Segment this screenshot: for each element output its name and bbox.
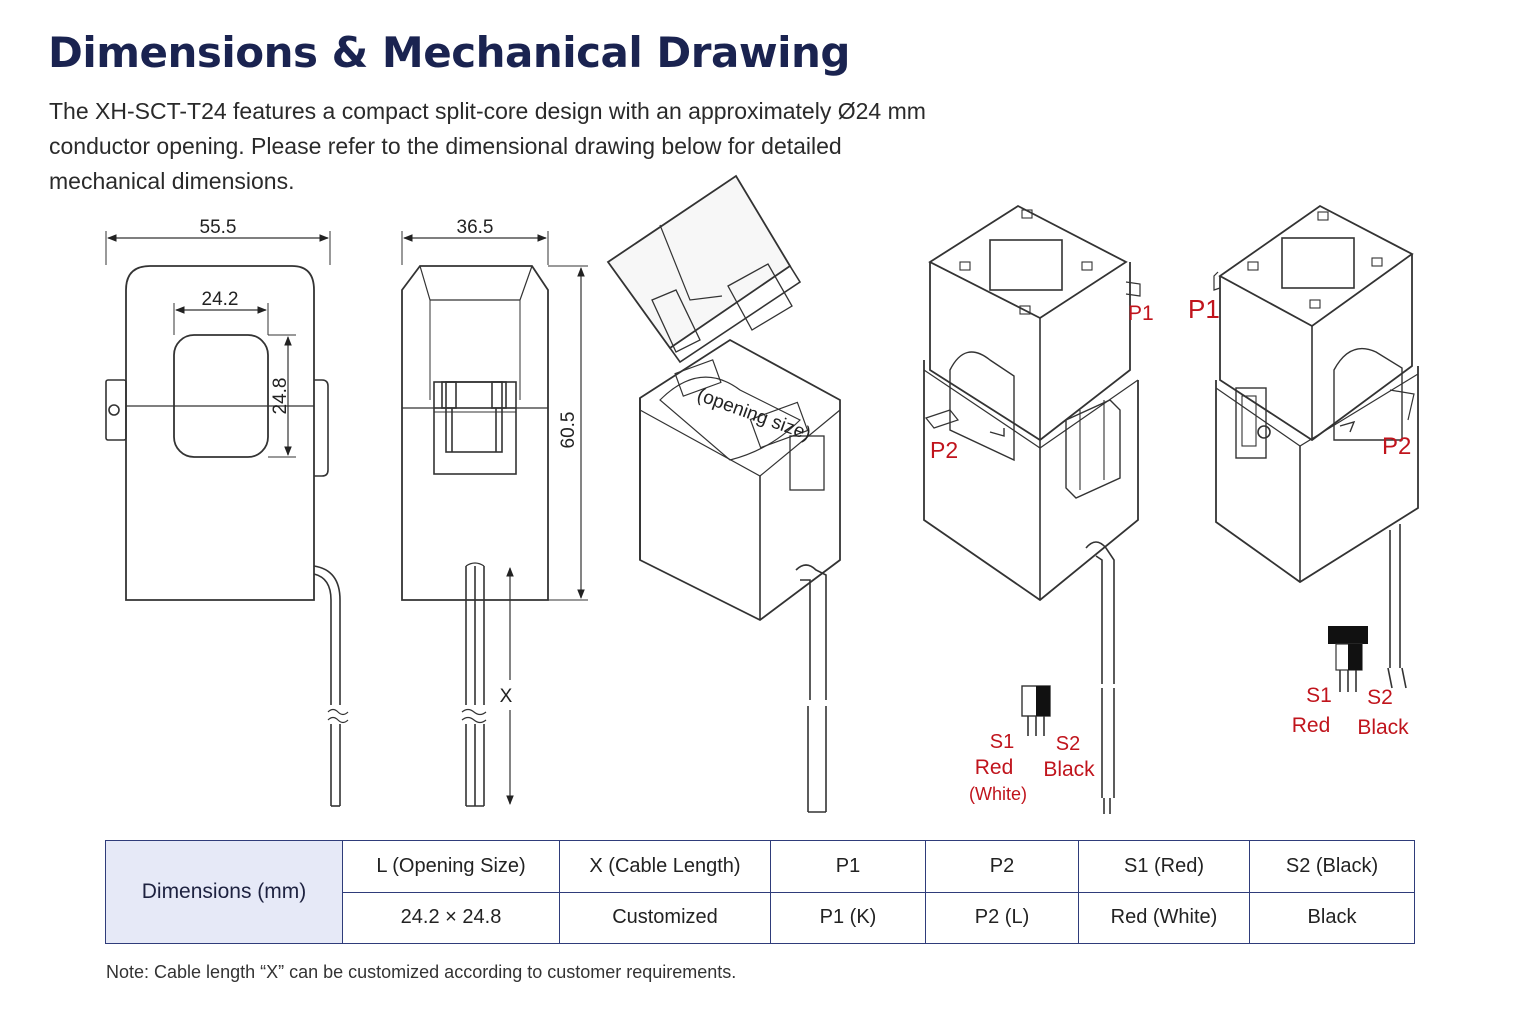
col-header-p2: P2 [925,840,1079,893]
value-s1: Red (White) [1078,891,1250,944]
col-header-p1: P1 [770,840,926,893]
opening-height-label: 24.8 [270,378,291,415]
cable-length-x-label: X [500,686,513,707]
value-opening-size: 24.2 × 24.8 [342,891,560,944]
value-p2: P2 (L) [925,891,1079,944]
s2-color-label-view1: Black [1043,758,1095,781]
intro-paragraph: The XH-SCT-T24 features a compact split-… [49,94,1009,199]
s1-color-label-view1: Red [975,756,1014,779]
front-view [105,231,349,807]
p2-label-view1: P2 [930,437,958,463]
width-55-5-label: 55.5 [200,217,237,238]
mechanical-drawing: 55.5 24.2 24.8 [105,174,1419,814]
value-s2: Black [1249,891,1415,944]
intro-line-3: mechanical dimensions. [49,168,295,194]
col-header-s1: S1 (Red) [1078,840,1250,893]
intro-line-1: The XH-SCT-T24 features a compact split-… [49,98,926,124]
isometric-view-1 [923,204,1141,814]
s2-label-view1: S2 [1056,733,1080,755]
footnote: Note: Cable length “X” can be customized… [106,962,737,982]
col-header-opening-size: L (Opening Size) [342,840,560,893]
intro-line-2: conductor opening. Please refer to the d… [49,133,842,159]
table-header-row: Dimensions (mm) L (Opening Size) X (Cabl… [105,840,1415,944]
side-view [401,231,588,807]
table-values-row: 24.2 × 24.8 Customized P1 (K) P2 (L) Red… [106,891,1415,944]
side-width-label: 36.5 [457,217,494,238]
p2-label-view2: P2 [1382,433,1411,460]
col-header-s2: S2 (Black) [1249,840,1415,893]
p1-label-view2: P1 [1188,294,1220,324]
row-header-dimensions: Dimensions (mm) [105,840,343,944]
p1-label-view1: P1 [1128,302,1154,325]
col-header-cable-length: X (Cable Length) [559,840,771,893]
value-p1: P1 (K) [770,891,926,944]
isometric-view-2 [1213,204,1419,692]
s2-color-label-view2: Black [1357,716,1409,739]
value-cable-length: Customized [559,891,771,944]
height-60-5-label: 60.5 [558,412,579,449]
s1-label-view2: S1 [1306,684,1332,707]
s1-alt-color-label-view1: (White) [969,784,1027,804]
dimensions-table: Dimensions (mm) L (Opening Size) X (Cabl… [105,840,1415,944]
page-title: Dimensions & Mechanical Drawing [48,28,850,77]
opening-size-small-label: (opening size) [694,385,813,446]
opening-width-label: 24.2 [202,289,239,310]
s2-label-view2: S2 [1367,686,1393,709]
opened-view [606,174,841,813]
s1-color-label-view2: Red [1292,714,1331,737]
s1-label-view1: S1 [990,731,1014,753]
